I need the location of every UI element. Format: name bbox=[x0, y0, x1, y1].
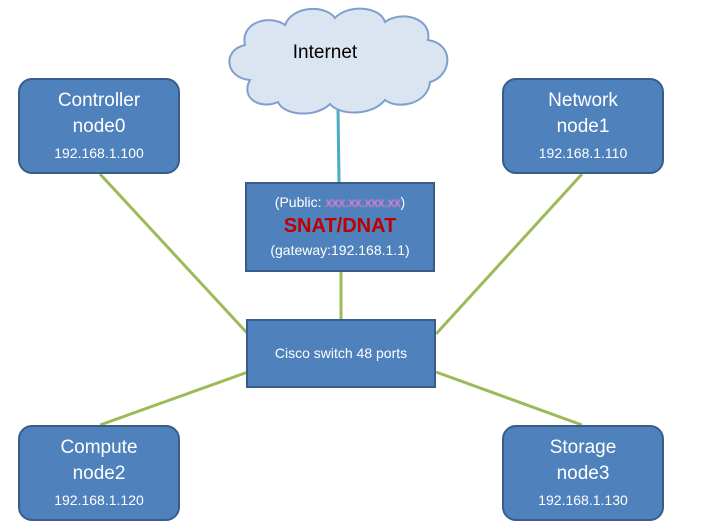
nat-label: SNAT/DNAT bbox=[283, 215, 397, 237]
link-compute-switch bbox=[99, 370, 249, 427]
node-role: Network bbox=[548, 90, 618, 111]
node-role: Controller bbox=[57, 90, 141, 111]
node-ip: 192.168.1.130 bbox=[538, 492, 628, 508]
switch-box: Cisco switch 48 ports bbox=[246, 319, 436, 388]
node-name: node1 bbox=[556, 116, 610, 137]
public-ip-line: (Public: xxx.xx.xxx.xx) bbox=[247, 192, 433, 212]
link-internet-gateway bbox=[336, 107, 341, 183]
network-node: Network node1 192.168.1.110 bbox=[502, 78, 664, 174]
node-role: Storage bbox=[549, 437, 617, 458]
public-ip-suffix: ) bbox=[400, 194, 406, 210]
link-storage-switch bbox=[435, 370, 583, 427]
compute-node: Compute node2 192.168.1.120 bbox=[18, 425, 180, 521]
gateway-box: (Public: xxx.xx.xxx.xx) SNAT/DNAT (gatew… bbox=[245, 182, 435, 272]
internet-label: Internet bbox=[292, 42, 358, 63]
internet-cloud-icon bbox=[228, 7, 449, 115]
node-ip: 192.168.1.110 bbox=[538, 145, 628, 161]
public-ip-redacted: xxx.xx.xxx.xx bbox=[325, 194, 401, 210]
public-ip-prefix: (Public: bbox=[274, 194, 326, 210]
controller-node: Controller node0 192.168.1.100 bbox=[18, 78, 180, 174]
switch-label: Cisco switch 48 ports bbox=[274, 345, 408, 361]
link-controller-switch bbox=[98, 172, 250, 336]
node-role: Compute bbox=[60, 437, 138, 458]
node-name: node3 bbox=[556, 463, 610, 484]
node-ip: 192.168.1.100 bbox=[54, 145, 144, 161]
node-ip: 192.168.1.120 bbox=[54, 492, 144, 508]
node-name: node0 bbox=[72, 116, 126, 137]
node-name: node2 bbox=[72, 463, 126, 484]
storage-node: Storage node3 192.168.1.130 bbox=[502, 425, 664, 521]
link-network-switch bbox=[434, 172, 584, 336]
gateway-address: (gateway:192.168.1.1) bbox=[270, 242, 410, 258]
